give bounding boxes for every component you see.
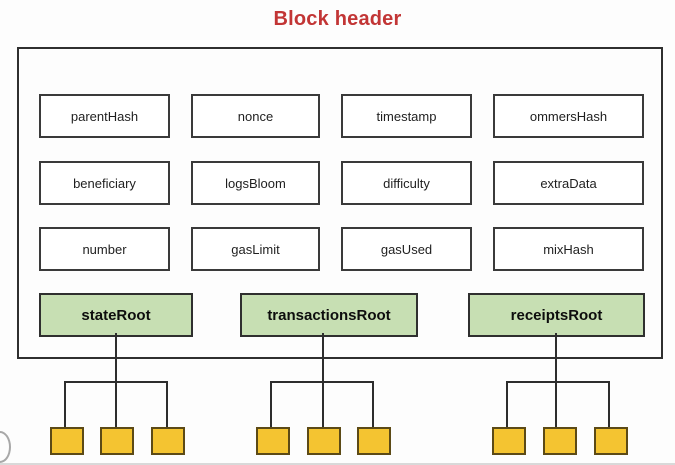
field-extraData: extraData — [493, 161, 644, 205]
field-gasLimit: gasLimit — [191, 227, 320, 271]
field-mixHash: mixHash — [493, 227, 644, 271]
transactionsRoot-leaf-node-3 — [357, 427, 391, 455]
diagram-title: Block header — [273, 8, 402, 30]
field-stateRoot: stateRoot — [39, 293, 193, 337]
field-number: number — [39, 227, 170, 271]
transactionsRoot-branch-bar — [270, 381, 374, 383]
receiptsRoot-left-branch-line — [506, 381, 508, 427]
field-transactionsRoot: transactionsRoot — [240, 293, 418, 337]
stateRoot-leaf-node-2 — [100, 427, 134, 455]
transactionsRoot-leaf-node-1 — [256, 427, 290, 455]
transactionsRoot-leaf-node-2 — [307, 427, 341, 455]
field-gasUsed: gasUsed — [341, 227, 472, 271]
cropped-edge-mark — [0, 431, 11, 463]
field-nonce: nonce — [191, 94, 320, 138]
stateRoot-branch-bar — [64, 381, 168, 383]
stateRoot-leaf-node-3 — [151, 427, 185, 455]
receiptsRoot-leaf-node-1 — [492, 427, 526, 455]
field-receiptsRoot: receiptsRoot — [468, 293, 645, 337]
field-beneficiary: beneficiary — [39, 161, 170, 205]
field-logsBloom: logsBloom — [191, 161, 320, 205]
stateRoot-left-branch-line — [64, 381, 66, 427]
receiptsRoot-leaf-node-2 — [543, 427, 577, 455]
transactionsRoot-left-branch-line — [270, 381, 272, 427]
block-header-container — [17, 47, 663, 359]
receiptsRoot-branch-bar — [506, 381, 610, 383]
stateRoot-trunk-line — [115, 333, 117, 427]
receiptsRoot-leaf-node-3 — [594, 427, 628, 455]
field-ommersHash: ommersHash — [493, 94, 644, 138]
receiptsRoot-trunk-line — [555, 333, 557, 427]
transactionsRoot-right-branch-line — [372, 381, 374, 427]
field-parentHash: parentHash — [39, 94, 170, 138]
stateRoot-leaf-node-1 — [50, 427, 84, 455]
receiptsRoot-right-branch-line — [608, 381, 610, 427]
field-timestamp: timestamp — [341, 94, 472, 138]
field-difficulty: difficulty — [341, 161, 472, 205]
stateRoot-right-branch-line — [166, 381, 168, 427]
transactionsRoot-trunk-line — [322, 333, 324, 427]
